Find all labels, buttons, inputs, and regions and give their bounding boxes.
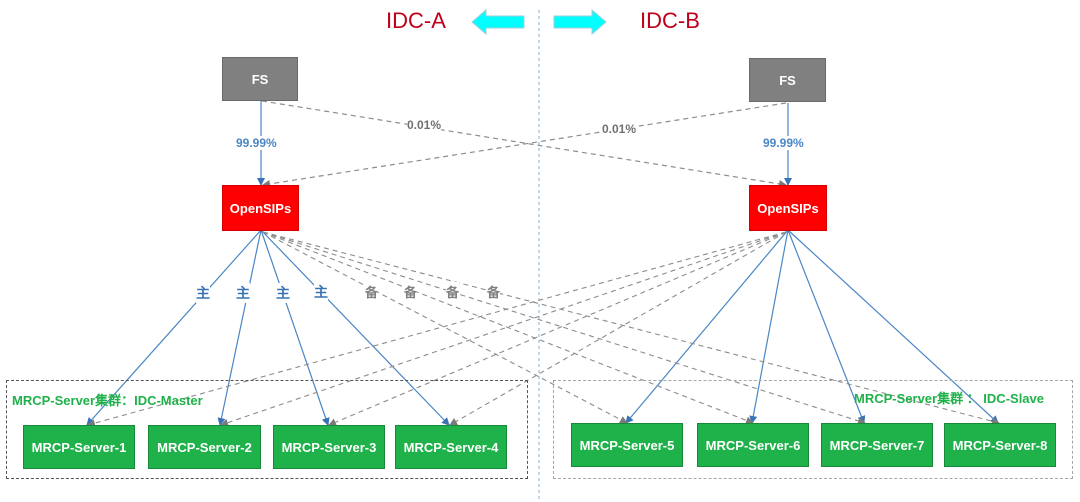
cluster-master-box: [6, 380, 528, 479]
mrcp-server-node: MRCP-Server-4: [395, 425, 507, 469]
primary-mark: 主: [276, 283, 290, 303]
backup-mark: 备: [446, 282, 460, 301]
fs-node-left: FS: [222, 57, 298, 101]
cross-percent-left: 0.01%: [407, 118, 442, 132]
opensips-node-left: OpenSIPs: [222, 185, 299, 231]
idc-a-title: IDC-A: [386, 8, 446, 33]
fs-right-to-opensips-left: [262, 102, 787, 188]
primary-mark: 主: [196, 283, 210, 303]
opensips-left-backup-server-8: [262, 231, 1000, 426]
opensips-right-backup-server-4: [449, 231, 787, 426]
opensips-left-backup-server-5: [262, 231, 628, 424]
fs-left-to-opensips-right: [261, 100, 787, 188]
opensips-right-to-server-5: [625, 229, 789, 424]
opensips-right-backup-server-2: [220, 231, 787, 427]
opensips-left-to-server-1: [86, 229, 262, 426]
cluster-master-label: MRCP-Server集群：IDC-Master: [12, 393, 203, 408]
opensips-node-right: OpenSIPs: [749, 185, 827, 231]
mrcp-server-node: MRCP-Server-8: [944, 423, 1056, 467]
opensips-right-to-server-8: [787, 229, 999, 424]
idc-b-title: IDC-B: [640, 8, 700, 33]
backup-mark: 备: [404, 282, 418, 301]
opensips-left-to-server-4: [260, 229, 450, 426]
mrcp-server-node: MRCP-Server-2: [148, 425, 261, 469]
mrcp-server-node: MRCP-Server-5: [571, 423, 683, 467]
arrow-left-icon: [471, 8, 525, 36]
opensips-left-backup-server-7: [262, 231, 866, 425]
backup-mark: 备: [487, 282, 501, 301]
opensips-left-to-server-2: [217, 229, 262, 426]
mrcp-server-node: MRCP-Server-7: [821, 423, 933, 467]
fs-node-right: FS: [749, 58, 826, 102]
primary-mark: 主: [314, 282, 328, 302]
opensips-right-backup-server-1: [87, 231, 787, 427]
mrcp-server-node: MRCP-Server-3: [273, 425, 385, 469]
primary-percent-right: 99.99%: [763, 136, 804, 150]
primary-percent-left: 99.99%: [236, 136, 277, 150]
primary-mark: 主: [236, 283, 250, 303]
opensips-right-backup-server-3: [328, 231, 787, 426]
mrcp-server-node: MRCP-Server-6: [697, 423, 809, 467]
cluster-slave-label: MRCP-Server集群 ： IDC-Slave: [854, 391, 1044, 406]
arrow-right-icon: [553, 8, 607, 36]
backup-mark: 备: [365, 282, 379, 301]
cross-percent-right: 0.01%: [602, 122, 637, 136]
opensips-right-to-server-6: [749, 229, 789, 424]
opensips-right-to-server-7: [787, 229, 866, 424]
opensips-left-backup-server-6: [262, 231, 754, 425]
mrcp-server-node: MRCP-Server-1: [23, 425, 135, 469]
cluster-slave-box: [553, 380, 1073, 479]
